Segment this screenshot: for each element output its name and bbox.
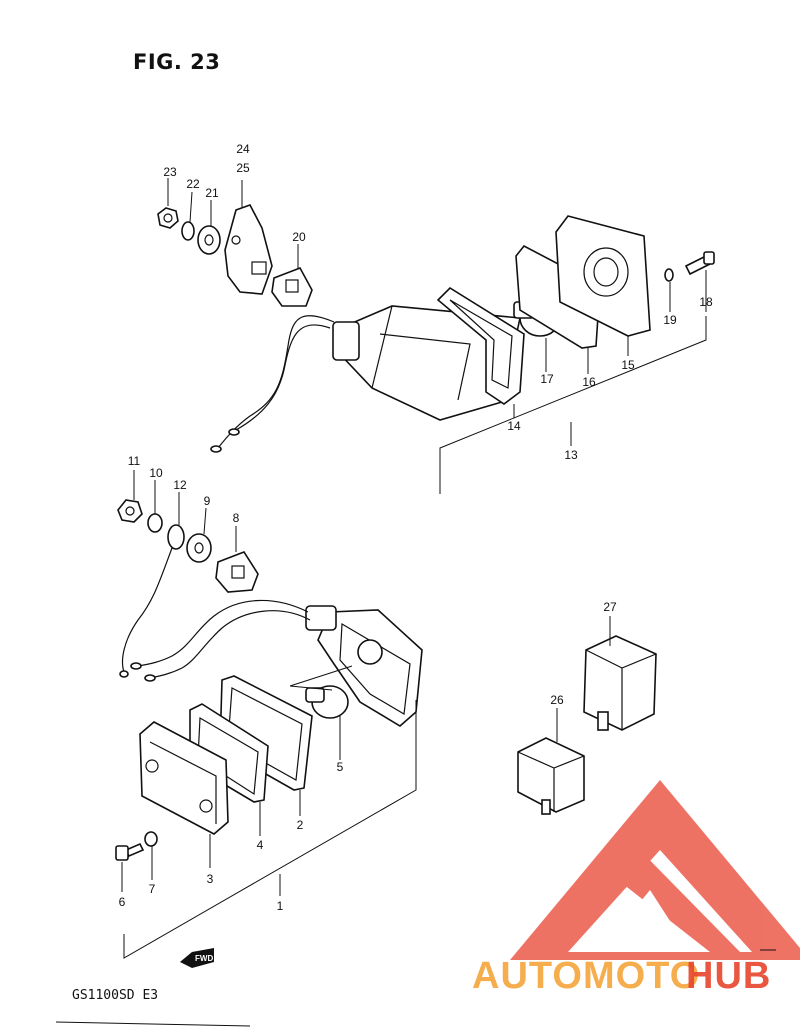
callout-25: 25: [236, 161, 250, 175]
screw-18: [684, 251, 715, 276]
lens-3: [139, 721, 229, 835]
lock-washer-10: [147, 513, 163, 533]
washer-9: [186, 533, 212, 563]
relay-26: [517, 737, 585, 815]
callout-12: 12: [173, 478, 187, 492]
grommet-20: [271, 267, 313, 307]
callout-24: 24: [236, 142, 250, 156]
callout-8: 8: [233, 511, 240, 525]
lens-15: [555, 215, 651, 337]
callout-15: 15: [621, 358, 635, 372]
ground-terminal-12: [119, 524, 185, 678]
callout-18: 18: [699, 295, 713, 309]
callout-3: 3: [207, 872, 214, 886]
callout-7: 7: [149, 882, 156, 896]
lower-wire: [137, 599, 309, 667]
screw-6: [115, 842, 145, 861]
washer-19: [664, 268, 674, 282]
lock-washer-22: [181, 221, 195, 241]
figure-title: FIG. 23: [133, 50, 221, 74]
callout-13: 13: [564, 448, 578, 462]
callout-10: 10: [149, 466, 163, 480]
watermark-text-automoto: AUTOMOTO: [472, 955, 700, 997]
washer-21: [197, 225, 221, 255]
callout-2: 2: [297, 818, 304, 832]
watermark-logo: [510, 780, 800, 960]
callout-23: 23: [163, 165, 177, 179]
callout-14: 14: [507, 419, 521, 433]
forward-arrow-icon: FWD: [180, 948, 214, 968]
callout-22: 22: [186, 177, 200, 191]
callout-17: 17: [540, 372, 554, 386]
callout-20: 20: [292, 230, 306, 244]
callout-16: 16: [582, 375, 596, 389]
callout-4: 4: [257, 838, 264, 852]
callout-27: 27: [603, 600, 617, 614]
upper-wire: [217, 315, 335, 449]
callout-11: 11: [128, 454, 141, 468]
callout-numbers: 24 25 23 22 21 20 19 18 17 16 15 14 13 1…: [119, 142, 713, 913]
leader-lines: [121, 178, 707, 959]
lower-signal-housing: [305, 605, 423, 727]
gasket-16: [515, 244, 601, 349]
model-code: GS1100SD E3: [72, 988, 159, 1003]
callout-9: 9: [204, 494, 211, 508]
gasket-14: [436, 286, 525, 405]
bracket-24-25: [224, 204, 273, 295]
grommet-8: [215, 551, 259, 593]
forward-label: FWD: [195, 954, 213, 963]
washer-7: [144, 831, 158, 847]
nut-23: [157, 207, 179, 229]
upper-signal-housing: [332, 305, 521, 421]
callout-1: 1: [277, 899, 284, 913]
bulb-5: [289, 665, 353, 719]
callout-21: 21: [205, 186, 219, 200]
relay-27: [583, 635, 657, 731]
watermark-text-hub: HUB: [686, 955, 771, 997]
nut-11: [117, 499, 143, 523]
callout-26: 26: [550, 693, 564, 707]
callout-19: 19: [663, 313, 677, 327]
callout-5: 5: [337, 760, 344, 774]
callout-6: 6: [119, 895, 126, 909]
